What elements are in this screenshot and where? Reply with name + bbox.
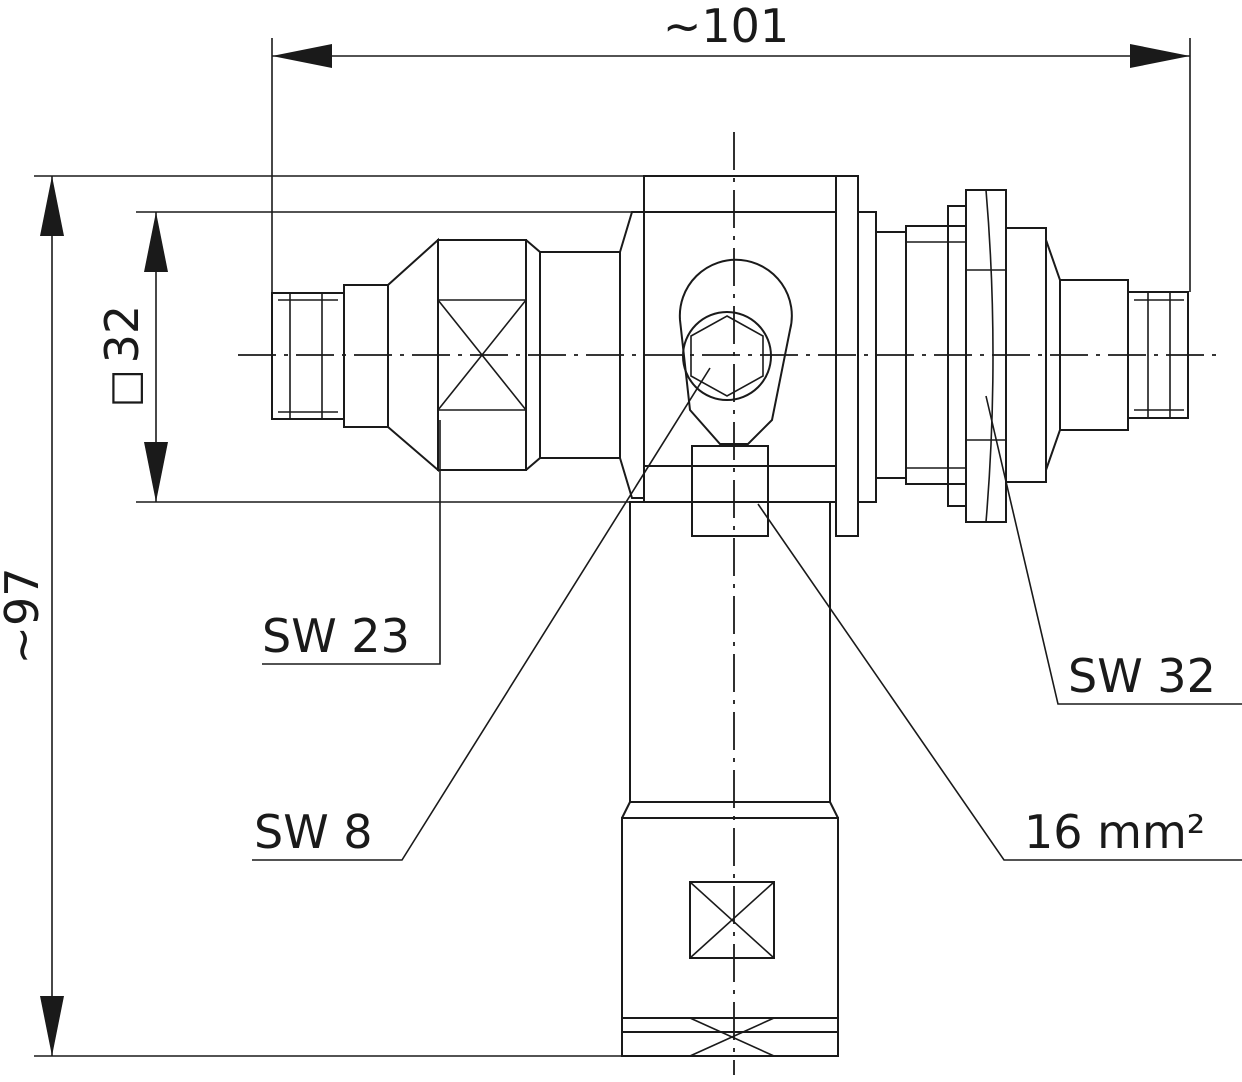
square-dimension-label: □32 <box>95 305 149 407</box>
sw8-hex-socket <box>690 315 764 397</box>
sw23-label: SW 23 <box>262 609 410 663</box>
stem-upper-tube <box>629 501 831 803</box>
sw32-hex-nut <box>965 189 1007 523</box>
width-arrow-right <box>1130 44 1190 68</box>
square-arrow-bottom <box>144 442 168 502</box>
callout-sw23: SW 23 <box>262 420 441 665</box>
sw23-hex-nut <box>437 239 527 471</box>
right-jack-thread <box>1127 291 1189 419</box>
left-jack-collar <box>343 284 389 428</box>
ground-stem <box>621 501 839 1057</box>
flange-ring <box>857 211 877 503</box>
width-arrow-left <box>272 44 332 68</box>
sw32-label: SW 32 <box>1068 649 1216 703</box>
center-lines <box>238 132 1222 1075</box>
stem-crimp-window <box>689 881 775 959</box>
callout-sw8: SW 8 <box>252 367 711 861</box>
cross-section-label: 16 mm² <box>1024 805 1205 859</box>
clamp-block <box>691 445 769 537</box>
sw8-label: SW 8 <box>254 805 373 859</box>
stem-lower-sleeve <box>621 817 839 1057</box>
sw8-screw-head <box>682 311 772 401</box>
square-dimension: □32 <box>95 211 632 503</box>
flange-plate <box>835 175 859 537</box>
width-dimension-label: ~101 <box>663 0 789 53</box>
left-body-tube <box>539 251 621 459</box>
center-housing <box>643 175 837 503</box>
callout-cross-section: 16 mm² <box>757 503 1242 861</box>
right-collar <box>1005 227 1047 483</box>
callout-sw32: SW 32 <box>985 395 1242 705</box>
screw-boss <box>678 258 793 445</box>
left-jack-thread <box>271 292 345 420</box>
center-block <box>643 175 877 537</box>
height-arrow-top <box>40 176 64 236</box>
square-arrow-top <box>144 212 168 272</box>
sw32-lock-washer <box>947 205 967 507</box>
height-dimension: ~97 <box>0 175 836 1057</box>
height-arrow-bottom <box>40 996 64 1056</box>
height-dimension-label: ~97 <box>0 567 49 664</box>
width-dimension: ~101 <box>271 0 1191 293</box>
right-connector <box>875 189 1189 523</box>
